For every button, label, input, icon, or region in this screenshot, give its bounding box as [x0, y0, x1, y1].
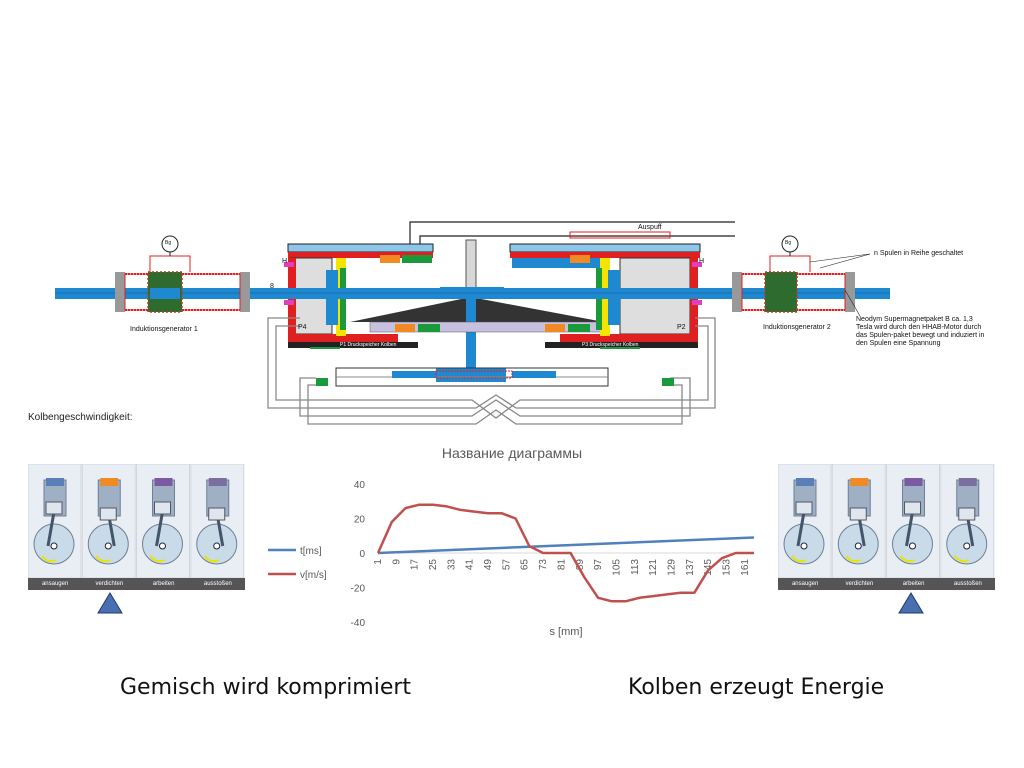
- stroke-label: ansaugen: [41, 581, 69, 587]
- y-tick-label: 40: [354, 480, 366, 491]
- stroke-label: verdichten: [95, 581, 124, 587]
- induction-generator-right: [732, 235, 871, 317]
- stroke-label: verdichten: [845, 581, 874, 587]
- stroke-marker-right: [898, 592, 924, 614]
- legend-label: v[m/s]: [300, 570, 327, 581]
- generator-1-label: Induktionsgenerator 1: [130, 326, 198, 333]
- x-tick-label: 1: [373, 559, 384, 565]
- magnet-note: Neodym Supermagnetpaket B ca. 1,3 Tesla …: [856, 316, 985, 347]
- x-tick-label: 9: [391, 559, 402, 565]
- gauge-right-label: Bg: [785, 240, 792, 246]
- stroke-label: ausstoßen: [203, 581, 232, 587]
- gauge-left-label: Bg: [165, 240, 172, 246]
- x-tick-label: 33: [446, 559, 457, 571]
- induction-generator-left: [115, 235, 250, 313]
- x-tick-label: 73: [538, 559, 549, 571]
- stroke-label: ansaugen: [791, 581, 819, 587]
- x-tick-label: 25: [428, 559, 439, 571]
- x-tick-label: 153: [721, 559, 732, 576]
- x-tick-label: 81: [556, 559, 567, 571]
- x-tick-label: 65: [520, 559, 531, 571]
- stroke-frame: [136, 464, 190, 579]
- label-p4: P4: [298, 324, 307, 331]
- stroke-frame: [190, 464, 245, 579]
- stroke-strip-right: [778, 464, 995, 579]
- label-8: 8: [270, 283, 274, 290]
- x-tick-label: 97: [593, 559, 604, 571]
- pressure-lines: [267, 317, 716, 425]
- stroke-frame: [940, 464, 995, 579]
- label-h-right: H: [699, 258, 705, 265]
- coil-note: n Spulen in Reihe geschaltet: [874, 250, 964, 257]
- x-tick-label: 145: [703, 559, 714, 576]
- stroke-frame: [778, 464, 832, 579]
- series-line-v: [376, 503, 754, 603]
- chart-xlabel: s [mm]: [549, 626, 583, 638]
- stroke-frame: [81, 464, 136, 579]
- caption-left: Gemisch wird komprimiert: [120, 675, 412, 700]
- label-p1-accumulator: P1 Druckspeicher Kolben: [340, 342, 397, 348]
- caption-right: Kolben erzeugt Energie: [628, 675, 885, 700]
- main-shaft: [55, 288, 890, 299]
- x-tick-label: 89: [575, 559, 586, 571]
- stroke-labels-left: ansaugen verdichten arbeiten ausstoßen: [28, 578, 245, 590]
- x-tick-label: 121: [648, 559, 659, 576]
- stroke-frame: [28, 464, 82, 579]
- chart-title: Название диаграммы: [441, 445, 583, 461]
- stroke-marker-left: [97, 592, 123, 614]
- x-tick-label: 113: [630, 559, 641, 575]
- x-tick-label: 57: [501, 559, 512, 571]
- label-h-left: H: [282, 258, 288, 265]
- stroke-frame: [831, 464, 886, 579]
- exhaust-label: Auspuff: [638, 224, 662, 231]
- stroke-labels-right: ansaugen verdichten arbeiten ausstoßen: [778, 578, 995, 590]
- legend-label: t[ms]: [300, 546, 322, 557]
- x-tick-label: 161: [740, 559, 751, 576]
- series-line-t: [377, 536, 755, 555]
- x-tick-label: 49: [483, 559, 494, 571]
- stroke-frame: [886, 464, 940, 579]
- engine-schematic: [55, 221, 890, 425]
- stroke-label: arbeiten: [902, 581, 925, 587]
- y-tick-label: 0: [359, 549, 365, 560]
- stroke-label: ausstoßen: [953, 581, 982, 587]
- x-tick-label: 105: [611, 559, 622, 576]
- y-tick-label: 20: [354, 515, 366, 526]
- pressure-accumulator: [310, 347, 674, 387]
- label-p2: P2: [677, 324, 686, 331]
- x-tick-label: 41: [465, 559, 476, 571]
- stroke-label: arbeiten: [152, 581, 175, 587]
- y-tick-label: -40: [351, 618, 366, 629]
- x-tick-label: 137: [685, 559, 696, 576]
- y-tick-label: -20: [351, 584, 366, 595]
- x-tick-label: 17: [410, 559, 421, 571]
- section-label: Kolbengeschwindigkeit:: [28, 412, 133, 423]
- label-p3-accumulator: P3 Druckspeicher Kolben: [582, 342, 639, 348]
- generator-2-label: Induktionsgenerator 2: [763, 324, 831, 331]
- x-tick-label: 129: [666, 559, 677, 576]
- stroke-strip-left: [28, 464, 245, 579]
- velocity-chart: 40 20 0 -20 -40 1 9 17 25 33 41 49 57 65 73 81 89 97 105 11…: [268, 480, 755, 629]
